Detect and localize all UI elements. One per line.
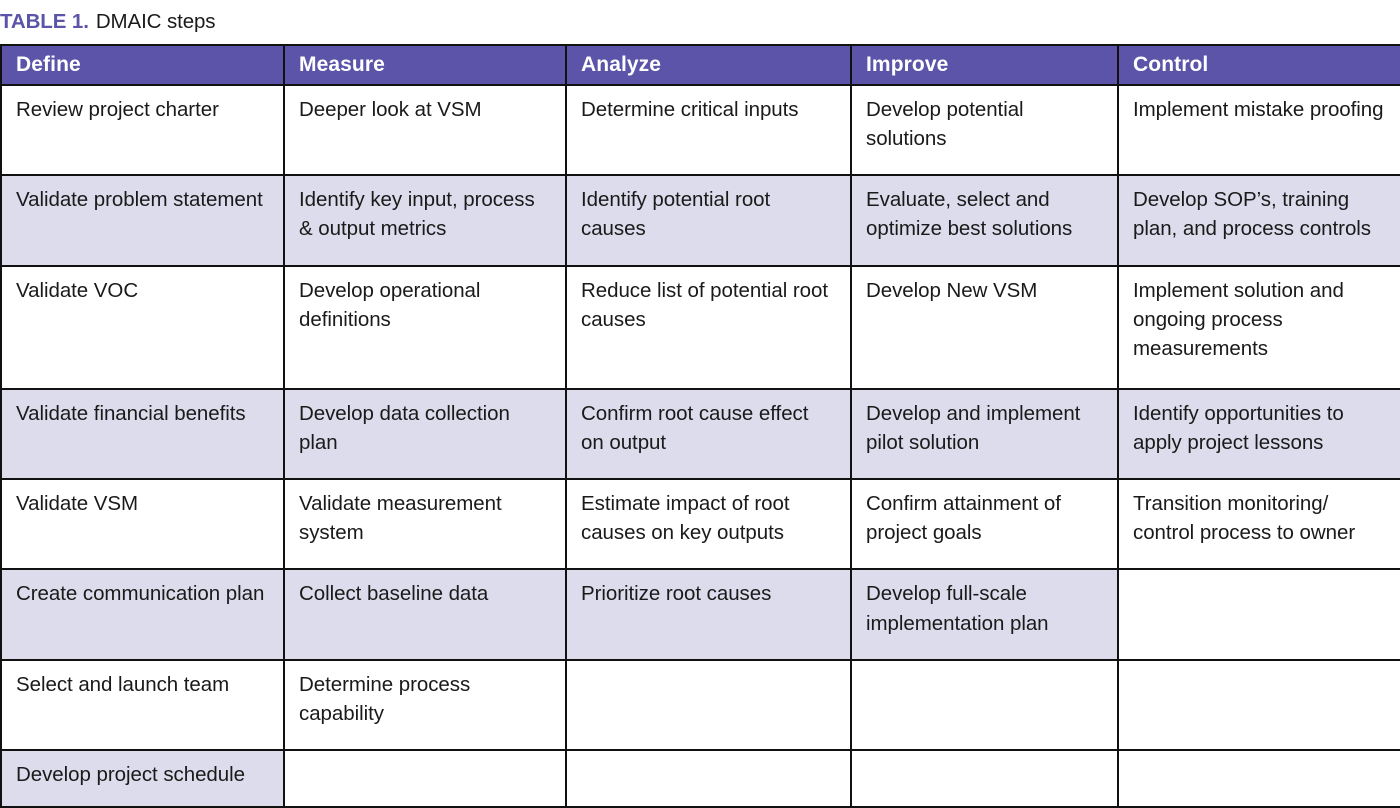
column-header-define: Define bbox=[0, 44, 285, 86]
column-header-analyze: Analyze bbox=[565, 44, 852, 86]
column-header-measure: Measure bbox=[283, 44, 567, 86]
table-cell: Identify key input, process & output met… bbox=[283, 174, 567, 267]
table-cell-empty bbox=[565, 748, 852, 808]
table-cell: Validate measurement system bbox=[283, 478, 567, 571]
table-cell: Implement solution and ongoing process m… bbox=[1117, 264, 1400, 390]
table-cell-empty bbox=[850, 658, 1119, 751]
table-cell: Collect baseline data bbox=[283, 568, 567, 661]
table-cell: Confirm attainment of project goals bbox=[850, 478, 1119, 571]
table-cell: Develop data collection plan bbox=[283, 387, 567, 481]
table-header: Define Measure Analyze Improve Control bbox=[0, 44, 1400, 86]
table-cell: Develop full-scale implementation plan bbox=[850, 568, 1119, 661]
table-cell: Create communication plan bbox=[0, 568, 285, 661]
column-header-improve: Improve bbox=[850, 44, 1119, 86]
table-cell: Determine critical inputs bbox=[565, 83, 852, 177]
table-cell: Identify opportunities to apply project … bbox=[1117, 387, 1400, 481]
table-cell: Develop potential solutions bbox=[850, 83, 1119, 177]
table-cell: Prioritize root causes bbox=[565, 568, 852, 661]
table-cell: Confirm root cause effect on output bbox=[565, 387, 852, 481]
table-cell: Develop New VSM bbox=[850, 264, 1119, 390]
table-cell: Validate VOC bbox=[0, 264, 285, 390]
table-cell: Develop operational definitions bbox=[283, 264, 567, 390]
table-caption-label: TABLE 1. bbox=[0, 10, 89, 33]
table-cell: Determine process capability bbox=[283, 658, 567, 751]
table-cell: Identify potential root causes bbox=[565, 174, 852, 267]
table-cell: Reduce list of potential root causes bbox=[565, 264, 852, 390]
table-cell-empty bbox=[565, 658, 852, 751]
table-cell: Implement mistake proofing bbox=[1117, 83, 1400, 177]
table-cell: Develop and implement pilot solution bbox=[850, 387, 1119, 481]
column-header-control: Control bbox=[1117, 44, 1400, 86]
table-cell-empty bbox=[1117, 748, 1400, 808]
table-cell: Deeper look at VSM bbox=[283, 83, 567, 177]
table-cell-empty bbox=[1117, 568, 1400, 661]
table-caption: TABLE 1. DMAIC steps bbox=[0, 0, 216, 44]
table-cell-empty bbox=[283, 748, 567, 808]
table-cell: Transition monitoring/ control process t… bbox=[1117, 478, 1400, 571]
dmaic-table: Define Measure Analyze Improve Control R… bbox=[0, 44, 1400, 808]
table-cell: Validate problem statement bbox=[0, 174, 285, 267]
table-cell: Develop SOP’s, training plan, and proces… bbox=[1117, 174, 1400, 267]
table-cell-empty bbox=[1117, 658, 1400, 751]
dmaic-table-container: Define Measure Analyze Improve Control R… bbox=[0, 44, 1400, 808]
table-cell: Review project charter bbox=[0, 83, 285, 177]
table-cell: Validate financial benefits bbox=[0, 387, 285, 481]
table-cell-empty bbox=[850, 748, 1119, 808]
table-cell: Estimate impact of root causes on key ou… bbox=[565, 478, 852, 571]
table-cell: Select and launch team bbox=[0, 658, 285, 751]
table-header-row: Define Measure Analyze Improve Control bbox=[0, 44, 1400, 86]
table-cell: Develop project schedule bbox=[0, 748, 285, 808]
table-caption-text: DMAIC steps bbox=[95, 10, 216, 33]
table-cell: Validate VSM bbox=[0, 478, 285, 571]
table-cell: Evaluate, select and optimize best solut… bbox=[850, 174, 1119, 267]
table-row: Develop project schedule bbox=[0, 748, 1400, 808]
